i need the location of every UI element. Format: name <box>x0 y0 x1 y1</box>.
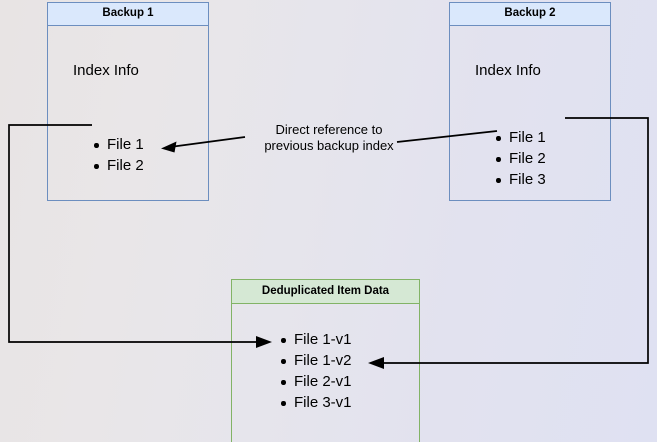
node-backup-1-body: Index Info File 1 File 2 <box>48 26 208 200</box>
node-backup-2-body: Index Info File 1 File 2 File 3 <box>450 26 610 200</box>
list-item: File 1 <box>495 127 546 148</box>
edge-label-line-1: Direct reference to <box>275 122 383 137</box>
backup-2-file-list: File 1 File 2 File 3 <box>495 127 546 190</box>
node-backup-2[interactable]: Backup 2 Index Info File 1 File 2 File 3 <box>449 2 611 201</box>
dedup-item-list: File 1-v1 File 1-v2 File 2-v1 File 3-v1 <box>280 329 352 413</box>
node-deduplicated-item-data[interactable]: Deduplicated Item Data File 1-v1 File 1-… <box>231 279 420 442</box>
node-deduplicated-item-data-body: File 1-v1 File 1-v2 File 2-v1 File 3-v1 <box>232 304 419 442</box>
list-item: File 2 <box>495 148 546 169</box>
list-item: File 3-v1 <box>280 392 352 413</box>
edge-label-line-2: previous backup index <box>264 138 394 153</box>
backup-1-index-info-label: Index Info <box>73 62 139 79</box>
list-item: File 2 <box>93 155 144 176</box>
node-backup-1[interactable]: Backup 1 Index Info File 1 File 2 <box>47 2 209 201</box>
list-item: File 2-v1 <box>280 371 352 392</box>
node-deduplicated-item-data-header: Deduplicated Item Data <box>232 280 419 304</box>
backup-2-index-info-label: Index Info <box>475 62 541 79</box>
node-backup-1-header: Backup 1 <box>48 3 208 26</box>
edge-label-direct-reference: Direct reference to previous backup inde… <box>249 122 409 154</box>
list-item: File 1 <box>93 134 144 155</box>
backup-1-file-list: File 1 File 2 <box>93 134 144 176</box>
list-item: File 1-v2 <box>280 350 352 371</box>
list-item: File 3 <box>495 169 546 190</box>
node-backup-2-header: Backup 2 <box>450 3 610 26</box>
list-item: File 1-v1 <box>280 329 352 350</box>
